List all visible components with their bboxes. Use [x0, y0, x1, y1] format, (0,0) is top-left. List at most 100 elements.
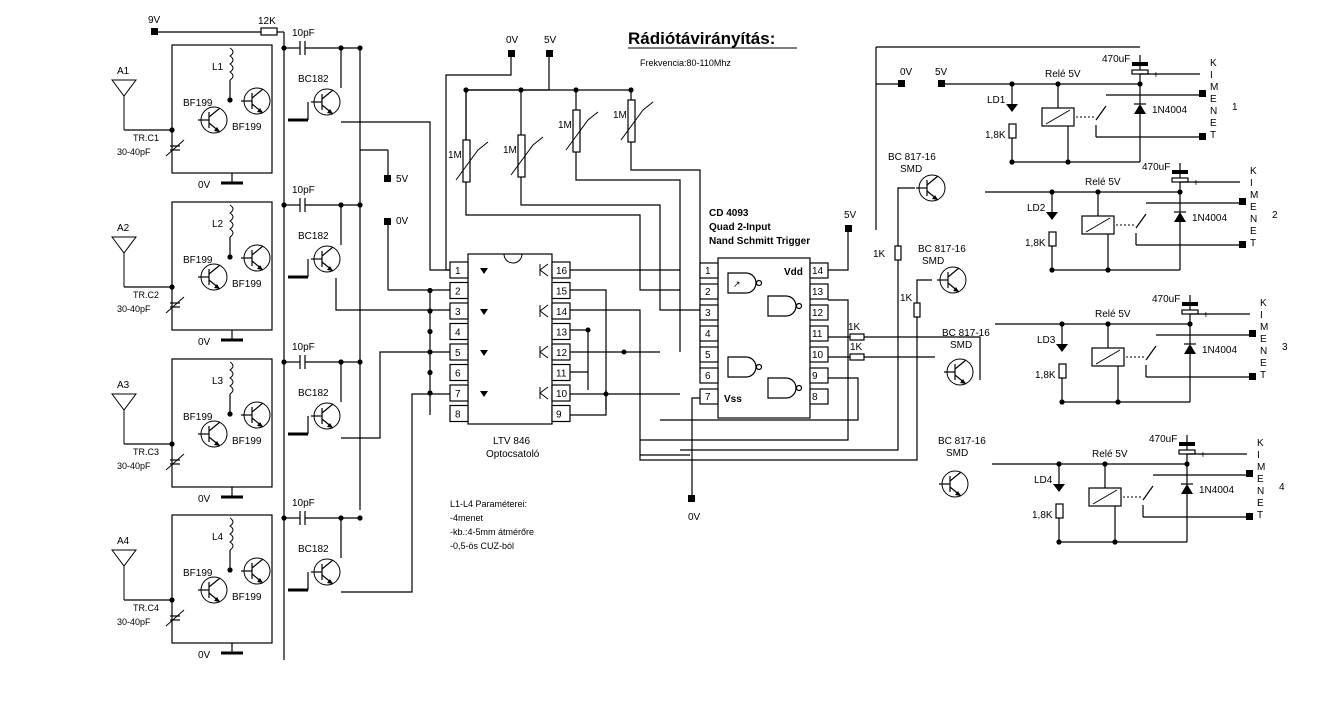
transistor-bf199-a-arrow — [214, 597, 220, 602]
wire-amp1-opto — [341, 121, 450, 271]
kimenet-letter: E — [1257, 474, 1264, 485]
opto-led — [480, 268, 488, 274]
cap-label: 470uF — [1102, 54, 1130, 65]
nand-gate-3 — [727, 356, 763, 378]
bf199-label-b: BF199 — [232, 279, 262, 290]
ic-pin-right-num: 13 — [812, 287, 824, 298]
relay-contact — [1145, 345, 1157, 361]
opto-pin-left-num: 7 — [455, 389, 461, 400]
opto-desc: Optocsatoló — [486, 449, 540, 460]
led-resistor — [1055, 503, 1064, 519]
cap-plate-a — [1182, 302, 1198, 306]
ic-pin-left-num: 2 — [705, 287, 711, 298]
transistor-bf199-b-collector — [251, 245, 264, 256]
wire-1k-d-b — [916, 279, 932, 303]
opto-pin-right-num: 9 — [556, 410, 562, 421]
opto-left-junction — [427, 349, 433, 355]
junction-dot — [1056, 461, 1062, 467]
transistor-bf199-a — [198, 263, 228, 291]
opto-phototransistor — [539, 386, 549, 400]
dot-opto12 — [621, 349, 627, 355]
kimenet-letter: K — [1250, 166, 1257, 177]
coil — [229, 517, 234, 551]
coil — [229, 204, 234, 238]
transistor-bf199-a-arrow — [214, 127, 220, 132]
transistor-bf199-b-collector — [251, 558, 264, 569]
kimenet-letter: K — [1260, 298, 1267, 309]
stage-frame — [171, 358, 273, 488]
relay-contact — [1095, 105, 1107, 121]
label-1k-d: 1K — [900, 293, 913, 304]
label-pot-0v: 0V — [506, 35, 519, 46]
opto-pin-right-num: 13 — [556, 328, 568, 339]
opto-phototransistor — [539, 263, 549, 277]
label-1k-a: 1K — [848, 322, 861, 333]
opto-pin-right-box — [551, 384, 571, 402]
kimenet-letter: E — [1210, 118, 1217, 129]
ground-label: 0V — [198, 180, 211, 191]
cap-plus: + — [1200, 450, 1206, 461]
opto-pin-right-box — [551, 302, 571, 320]
frequency-label: Frekvencia:80-110Mhz — [640, 58, 731, 68]
led-label: LD1 — [987, 95, 1006, 106]
transistor-bf199-b-arrow — [257, 265, 263, 270]
ic-pin-left-num: 5 — [705, 350, 711, 361]
resistor-1k-c — [894, 245, 902, 261]
diagram-title: Rádiótávirányítás: — [628, 29, 775, 48]
trimcap-name: TR.C4 — [133, 603, 159, 613]
bf199-label-a: BF199 — [183, 255, 213, 266]
junction-dot — [1105, 267, 1111, 273]
label-relay-0v: 0V — [900, 67, 913, 78]
trimcap-range: 30-40pF — [117, 461, 151, 471]
ic-pin-left-num: 6 — [705, 371, 711, 382]
led-symbol — [1053, 484, 1065, 492]
trimcap-arrow — [165, 453, 185, 471]
pot-junction — [463, 87, 469, 93]
kimenet-letter: I — [1260, 310, 1263, 321]
kimenet-letter: M — [1210, 82, 1218, 93]
opto-left-junction — [427, 287, 433, 294]
opto-pin-left-box — [449, 404, 469, 423]
output-terminal-a — [1249, 330, 1256, 337]
terminal-relay-5v — [938, 80, 945, 87]
label-1k-b: 1K — [850, 342, 863, 353]
ic-pin-right-box — [809, 367, 829, 384]
ic-pin-left-box — [699, 367, 719, 384]
junction-dot — [281, 202, 287, 208]
kimenet-letter: I — [1210, 70, 1213, 81]
opto-pin-left-box — [449, 281, 469, 300]
terminal-relay-0v — [898, 80, 905, 87]
label-ic-0v: 0V — [688, 512, 701, 523]
pot-label: 1M — [613, 110, 627, 121]
transistor-bf199-b — [241, 244, 271, 272]
led-resistor-label: 1,8K — [985, 130, 1006, 141]
coupling-label: 10pF — [292, 342, 315, 353]
diode-symbol — [1174, 212, 1186, 222]
led-resistor — [1008, 123, 1017, 139]
led-label: LD3 — [1037, 335, 1056, 346]
junction-dot — [1049, 189, 1055, 195]
kimenet-letter: T — [1210, 130, 1216, 141]
pot-wiper — [620, 101, 654, 141]
kimenet-letter: M — [1250, 190, 1258, 201]
output-number: 3 — [1282, 342, 1288, 353]
led-symbol — [1046, 212, 1058, 220]
relay-label: Relé 5V — [1095, 309, 1131, 320]
wire-ic-vdd — [828, 232, 849, 271]
stage-frame — [171, 514, 273, 644]
label-1k-c: 1K — [873, 249, 886, 260]
pot-junction — [628, 87, 634, 93]
ground-label: 0V — [198, 650, 211, 661]
ic-pin-left-box — [699, 325, 719, 342]
bc817-smd-label: SMD — [900, 164, 922, 175]
transistor-bf199-a-collector — [208, 421, 221, 432]
output-terminal-b — [1239, 241, 1246, 248]
bc182-label: BC182 — [298, 74, 329, 85]
